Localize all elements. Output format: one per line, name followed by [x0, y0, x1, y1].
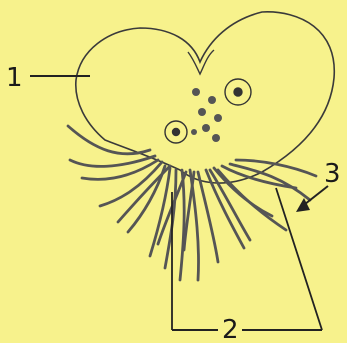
antheridium-core [234, 88, 242, 96]
archegonia-cluster [191, 88, 222, 142]
prothallus-body [76, 12, 335, 183]
antheridia [165, 79, 251, 143]
label-3: 3 [324, 159, 341, 189]
apical-notch [188, 50, 214, 74]
label-2: 2 [222, 315, 239, 343]
label-1: 1 [6, 63, 23, 93]
antheridium-core-2 [173, 129, 180, 136]
rhizoids [68, 126, 316, 280]
